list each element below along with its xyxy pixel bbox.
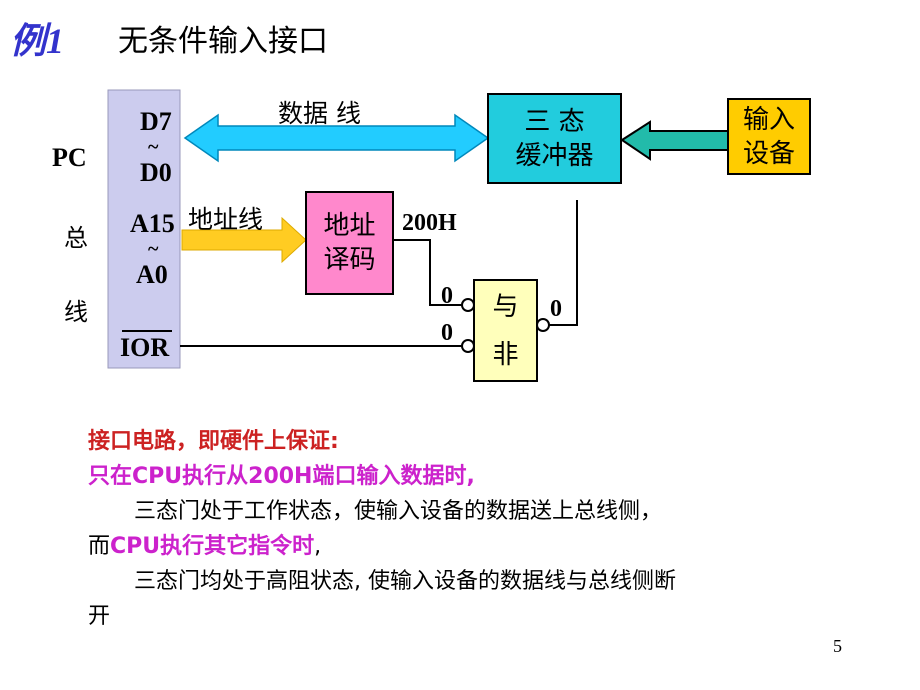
bus-zong-label: 总	[64, 224, 88, 252]
input-bubble-1	[461, 298, 475, 312]
example-label: 例1	[10, 21, 65, 61]
nand-output-level: 0	[550, 296, 562, 322]
address-200h-label: 200H	[402, 210, 457, 236]
interface-diagram	[107, 89, 811, 382]
note-line-4-suffix: ,	[314, 534, 322, 559]
note-line-3: 三态门处于工作状态，使输入设备的数据送上总线侧，	[134, 499, 663, 524]
a0-label: A0	[136, 260, 168, 289]
nand-input2-level: 0	[441, 320, 453, 346]
explanation-notes: 接口电路，即硬件上保证: 只在CPU执行从200H端口输入数据时, 三态门处于工…	[88, 424, 848, 634]
nand-output-wire	[549, 200, 578, 326]
a15-label: A15	[130, 209, 175, 238]
address-line-arrow	[181, 216, 307, 264]
device-line-1: 输入	[742, 104, 795, 135]
device-to-buffer-arrow	[620, 120, 729, 161]
note-line-4-cpu: CPU执行其它指令时	[110, 534, 315, 559]
bus-xian-label: 线	[64, 298, 88, 326]
note-line-6: 开	[88, 604, 111, 629]
nand-gate-box	[473, 279, 538, 382]
note-line-4: 而CPU执行其它指令时,	[88, 529, 848, 564]
tilde-data: ~	[148, 136, 159, 158]
nand-line-1: 与	[492, 291, 519, 322]
decoder-line-1: 地址	[323, 211, 376, 241]
input-device-text: 输入 设备	[728, 99, 810, 174]
page-title: 无条件输入接口	[118, 24, 328, 59]
tilde-addr: ~	[148, 238, 159, 260]
pc-bus-bar	[107, 89, 181, 369]
input-device-box	[727, 98, 811, 175]
decoder-output-wire	[393, 239, 462, 306]
note-line-2: 只在CPU执行从200H端口输入数据时,	[88, 464, 475, 489]
nand-gate-text: 与 非	[474, 280, 537, 381]
buffer-line-2: 缓冲器	[515, 140, 594, 171]
ior-label: IOR	[120, 333, 170, 362]
input-bubble-2	[461, 339, 475, 353]
tri-state-buffer-box	[487, 93, 622, 184]
note-line-4-prefix: 而	[88, 534, 111, 559]
output-bubble	[536, 318, 550, 332]
note-line-5: 三态门均处于高阻状态, 使输入设备的数据线与总线侧断	[134, 569, 676, 594]
note-line-1: 接口电路，即硬件上保证:	[88, 429, 339, 454]
pc-label: PC	[52, 143, 87, 172]
d0-label: D0	[140, 158, 172, 187]
address-decoder-box	[305, 191, 394, 295]
data-line-label: 数据 线	[278, 99, 361, 128]
page-number: 5	[833, 636, 842, 656]
tri-state-buffer-text: 三 态 缓冲器	[488, 94, 621, 183]
nand-line-2: 非	[492, 339, 519, 370]
device-line-2: 设备	[742, 138, 795, 169]
address-line-label: 地址线	[188, 205, 264, 234]
address-decoder-text: 地址 译码	[306, 192, 393, 294]
buffer-line-1: 三 态	[524, 106, 585, 137]
d7-label: D7	[140, 107, 172, 136]
nand-input1-level: 0	[441, 283, 453, 309]
decoder-line-2: 译码	[323, 245, 376, 275]
